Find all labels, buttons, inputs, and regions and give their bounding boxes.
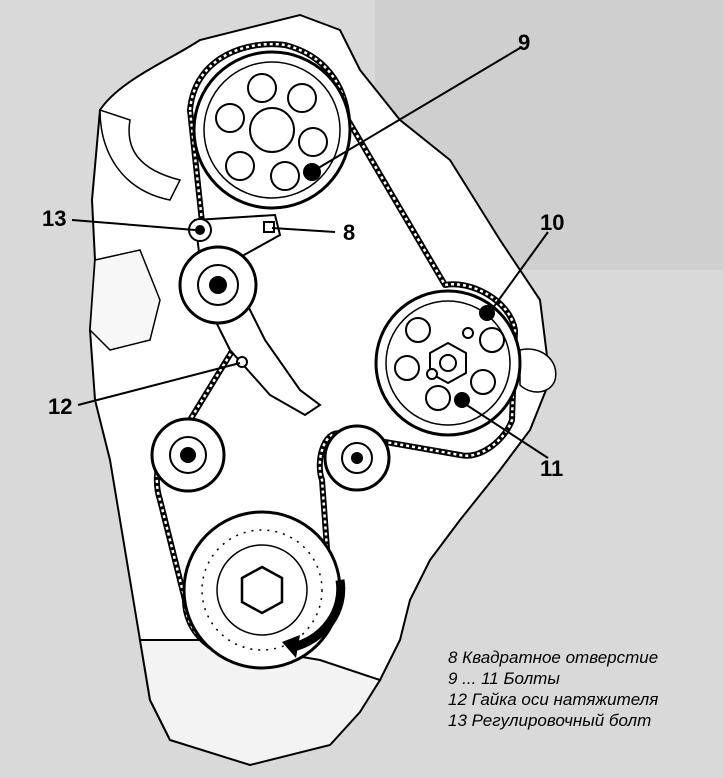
- callout-8: 8: [343, 220, 355, 245]
- legend: 8 Квадратное отверстие 9 ... 11 Болты 12…: [448, 647, 658, 731]
- timing-belt-inner: [155, 42, 517, 662]
- legend-item-9-11: 9 ... 11 Болты: [448, 669, 560, 688]
- leader-line-13: [71, 219, 196, 231]
- callout-10: 10: [540, 210, 564, 235]
- idler-pulley-left: [150, 417, 226, 493]
- rotation-arrowhead-icon: [282, 635, 300, 658]
- leader-line-11: [461, 401, 549, 459]
- camshaft-pulley-upper: [192, 50, 352, 210]
- idler-pulley-right: [323, 424, 391, 492]
- tensioner-nut-12: [236, 356, 248, 368]
- adjusting-bolt-13-center: [195, 225, 205, 235]
- leader-line-9: [314, 47, 521, 171]
- camshaft-pulley-right: [374, 289, 522, 437]
- left-bracket-outline: [89, 249, 161, 351]
- upper-pipe-outline: [99, 108, 182, 201]
- bolt-9: [303, 163, 321, 181]
- legend-item-8: 8 Квадратное отверстие: [448, 648, 659, 667]
- rotation-arrow-icon: [288, 579, 346, 653]
- leader-line-10: [489, 231, 549, 313]
- callout-12: 12: [48, 394, 72, 419]
- leader-line-12: [77, 362, 241, 406]
- leader-line-8: [271, 227, 336, 233]
- callout-13: 13: [42, 206, 66, 231]
- crankshaft-pulley: [182, 510, 342, 670]
- legend-item-12: 12 Гайка оси натяжителя: [448, 690, 659, 709]
- callout-9: 9: [518, 30, 530, 55]
- tensioner-pulley: [178, 245, 258, 325]
- legend-item-13: 13 Регулировочный болт: [448, 711, 652, 730]
- right-mount-outline: [519, 348, 557, 393]
- square-hole-8: [263, 221, 275, 233]
- callout-11: 11: [540, 456, 563, 481]
